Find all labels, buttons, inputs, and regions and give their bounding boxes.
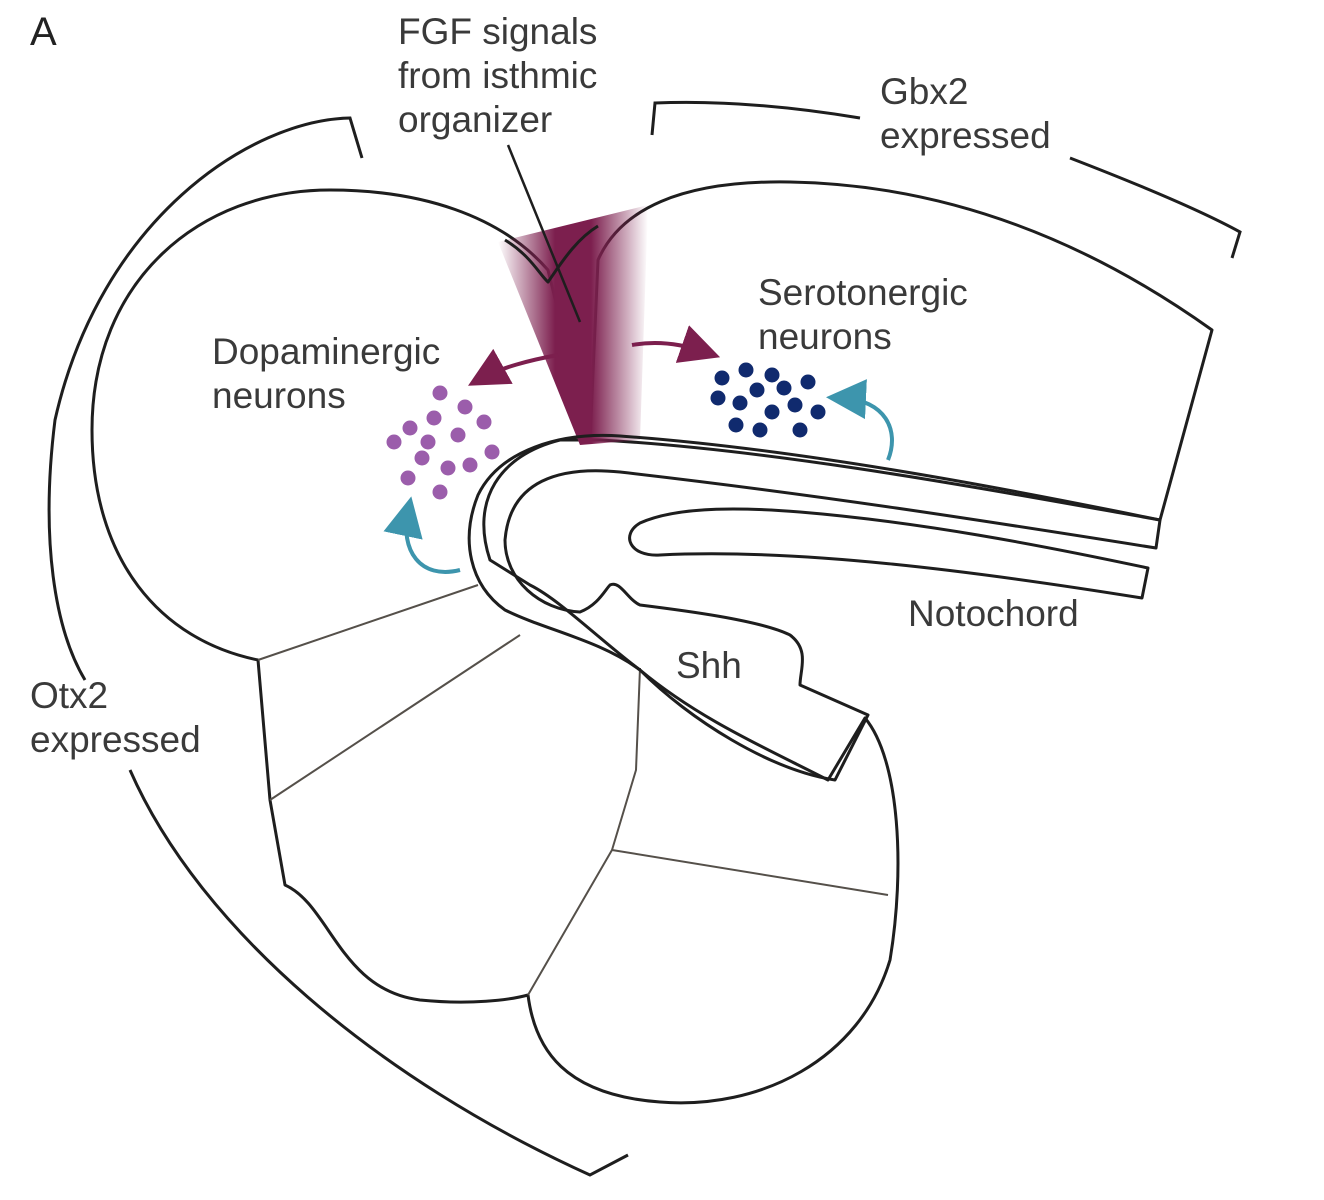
serotonergic-neuron <box>787 397 803 413</box>
dopaminergic-neuron <box>476 414 492 430</box>
notochord-label: Notochord <box>908 593 1079 634</box>
serotonergic-label-line-2: neurons <box>758 316 892 357</box>
segment-line-2 <box>269 634 521 801</box>
serotonergic-neuron <box>810 404 826 420</box>
fgf-label-line-3: organizer <box>398 99 552 140</box>
dopaminergic-neuron <box>414 450 430 466</box>
gbx2-label-line-1: Gbx2 <box>880 71 968 112</box>
serotonergic-neuron <box>764 367 780 383</box>
serotonergic-neuron <box>752 422 768 438</box>
gbx2-label-line-2: expressed <box>880 115 1051 156</box>
isthmus-notch <box>504 224 599 284</box>
serotonergic-label-line-1: Serotonergic <box>758 272 968 313</box>
serotonergic-neuron <box>800 374 816 390</box>
shh-label: Shh <box>676 645 742 686</box>
serotonergic-neuron <box>792 422 808 438</box>
fgf-arrow-left <box>468 348 559 386</box>
segment-line-4 <box>611 849 889 896</box>
serotonergic-neuron <box>710 390 726 406</box>
serotonergic-neuron <box>749 382 765 398</box>
dopaminergic-label-line-2: neurons <box>212 375 346 416</box>
dopaminergic-neuron <box>440 460 456 476</box>
serotonergic-neuron <box>714 370 730 386</box>
serotonergic-neuron <box>776 380 792 396</box>
serotonergic-neuron <box>738 362 754 378</box>
shh-arrow-dopaminergic <box>383 496 461 574</box>
dopaminergic-neuron <box>432 385 448 401</box>
dopaminergic-neuron <box>386 434 402 450</box>
serotonergic-neuron <box>728 417 744 433</box>
gbx2-bracket <box>650 100 1242 259</box>
fgf-arrow-right <box>631 325 721 363</box>
dopaminergic-neuron <box>400 470 416 486</box>
dopaminergic-neuron <box>420 434 436 450</box>
serotonergic-neuron <box>764 404 780 420</box>
fgf-label-line-2: from isthmic <box>398 55 597 96</box>
dopaminergic-neuron-cluster <box>386 385 500 500</box>
dopaminergic-neuron <box>462 457 478 473</box>
serotonergic-neuron-cluster <box>710 362 826 438</box>
dopaminergic-label-line-1: Dopaminergic <box>212 331 440 372</box>
otx2-label-line-2: expressed <box>30 719 201 760</box>
otx2-bracket-lower <box>128 769 629 1177</box>
dopaminergic-neuron <box>450 427 466 443</box>
otx2-label-line-1: Otx2 <box>30 675 108 716</box>
shh-arrow-serotonergic <box>826 379 894 461</box>
dopaminergic-neuron <box>457 399 473 415</box>
fgf-label-line-1: FGF signals <box>398 11 597 52</box>
isthmic-organizer <box>498 205 648 445</box>
dopaminergic-neuron <box>402 420 418 436</box>
floor-plate <box>467 433 1162 782</box>
segment-line-3 <box>527 667 641 996</box>
dopaminergic-neuron <box>484 444 500 460</box>
hindbrain-region <box>588 180 1214 522</box>
dopaminergic-neuron <box>426 410 442 426</box>
fgf-pointer-line <box>506 144 582 323</box>
panel-letter: A <box>30 10 57 54</box>
otx2-bracket <box>47 116 364 681</box>
notochord <box>628 507 1150 600</box>
dopaminergic-neuron <box>432 484 448 500</box>
segment-line-1 <box>257 584 479 661</box>
serotonergic-neuron <box>732 395 748 411</box>
